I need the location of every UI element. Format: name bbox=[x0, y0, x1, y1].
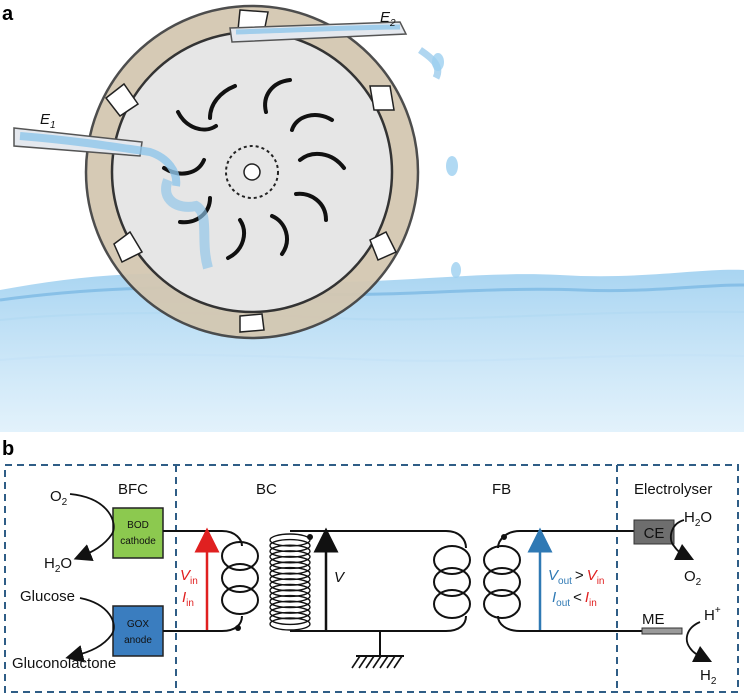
bc-secondary-loop bbox=[269, 606, 311, 620]
label-bc: BC bbox=[256, 481, 277, 498]
gox-anode-box bbox=[112, 605, 164, 657]
reaction-arrow-cathode bbox=[69, 493, 115, 562]
o2-right-label: O2 bbox=[684, 568, 702, 588]
bc-secondary-coil bbox=[269, 533, 311, 631]
glucose-label: Glucose bbox=[20, 588, 75, 605]
fb-dot bbox=[501, 534, 507, 540]
gox-label: GOX bbox=[127, 619, 150, 630]
label-electrolyser: Electrolyser bbox=[634, 481, 712, 498]
bc-secondary-loop bbox=[269, 589, 311, 603]
cathode-label: cathode bbox=[120, 536, 156, 547]
circuit-wires bbox=[163, 530, 642, 657]
v-label: V bbox=[334, 569, 346, 586]
bc-secondary-loop bbox=[269, 544, 311, 558]
bc-secondary-loop bbox=[269, 600, 311, 614]
wheel-hub-dashed bbox=[225, 145, 279, 199]
wheel-blades bbox=[162, 78, 346, 260]
bod-cathode-box bbox=[112, 507, 164, 559]
ce-electrode bbox=[633, 519, 675, 545]
electrode-e1: E1 bbox=[13, 111, 213, 270]
me-reaction-arrow bbox=[685, 621, 713, 663]
fb-left-coil bbox=[433, 545, 471, 619]
bc-secondary-loop bbox=[269, 555, 311, 570]
h2o-left-label: H2O bbox=[44, 555, 72, 575]
ground-symbol bbox=[351, 655, 403, 669]
label-bfc: BFC bbox=[118, 481, 148, 498]
ce-reaction-arrow bbox=[669, 519, 695, 561]
bc-secondary-loop bbox=[269, 572, 311, 586]
h-plus-label: H+ bbox=[704, 605, 721, 624]
bc-secondary-loop bbox=[269, 617, 311, 631]
me-electrode bbox=[641, 627, 683, 635]
wheel-axle bbox=[243, 163, 261, 181]
label-fb: FB bbox=[492, 481, 511, 498]
panel-b-letter: b bbox=[2, 438, 14, 460]
v-in-label: Vin bbox=[180, 567, 198, 587]
section-borders bbox=[4, 464, 739, 693]
i-out-compare-label: Iout<Iin bbox=[552, 589, 597, 609]
o2-left-label: O2 bbox=[50, 488, 68, 508]
ce-label: CE bbox=[644, 525, 665, 542]
bc-secondary-dot bbox=[307, 534, 313, 540]
anode-label: anode bbox=[124, 635, 152, 646]
me-label: ME bbox=[642, 611, 665, 628]
bc-secondary-loop bbox=[269, 611, 311, 626]
water-body bbox=[0, 269, 744, 432]
gluconolactone-label: Gluconolactone bbox=[12, 655, 116, 672]
bod-label: BOD bbox=[127, 520, 149, 531]
fb-right-coil bbox=[483, 545, 521, 619]
e1-label: E1 bbox=[40, 111, 56, 131]
bc-secondary-loop bbox=[269, 538, 311, 553]
e2-label: E2 bbox=[380, 9, 396, 29]
reaction-arrow-anode bbox=[65, 597, 115, 663]
bc-primary-coil bbox=[221, 541, 259, 615]
bc-secondary-loop bbox=[269, 550, 311, 564]
h2-right-label: H2 bbox=[700, 667, 717, 687]
i-in-label: Iin bbox=[182, 589, 194, 609]
bc-secondary-loop bbox=[269, 578, 311, 592]
electrode-e2: E2 bbox=[229, 9, 442, 80]
bc-secondary-loop bbox=[269, 566, 311, 581]
bc-secondary-loop bbox=[269, 561, 311, 575]
bc-primary-dot bbox=[235, 625, 241, 631]
water-splash bbox=[432, 53, 461, 278]
h2o-right-label: H2O bbox=[684, 509, 712, 529]
v-out-compare-label: Vout>Vin bbox=[548, 567, 605, 587]
panel-a-letter: a bbox=[2, 3, 14, 25]
bc-secondary-loop bbox=[269, 594, 311, 609]
water-wheel bbox=[84, 4, 420, 340]
bc-secondary-loop bbox=[269, 583, 311, 598]
